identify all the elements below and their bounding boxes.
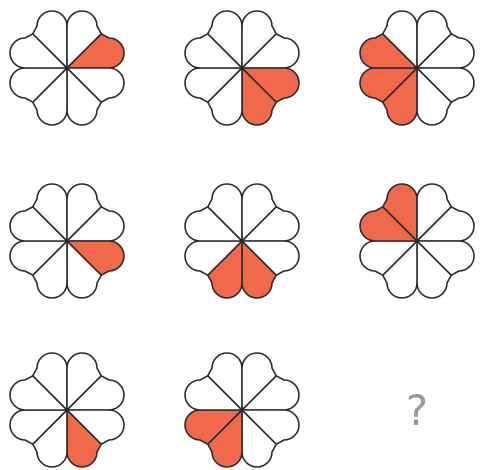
question-mark: ? bbox=[406, 386, 428, 435]
flower-r3-c2 bbox=[185, 353, 299, 467]
flower-r1-c2 bbox=[185, 11, 299, 125]
flower-r1-c1 bbox=[10, 11, 124, 125]
flower-r1-c3 bbox=[360, 11, 474, 125]
flower-r2-c1 bbox=[10, 184, 124, 298]
flower-r2-c2 bbox=[185, 184, 299, 298]
flower-r3-c1 bbox=[10, 353, 124, 467]
flower-r2-c3 bbox=[360, 184, 474, 298]
